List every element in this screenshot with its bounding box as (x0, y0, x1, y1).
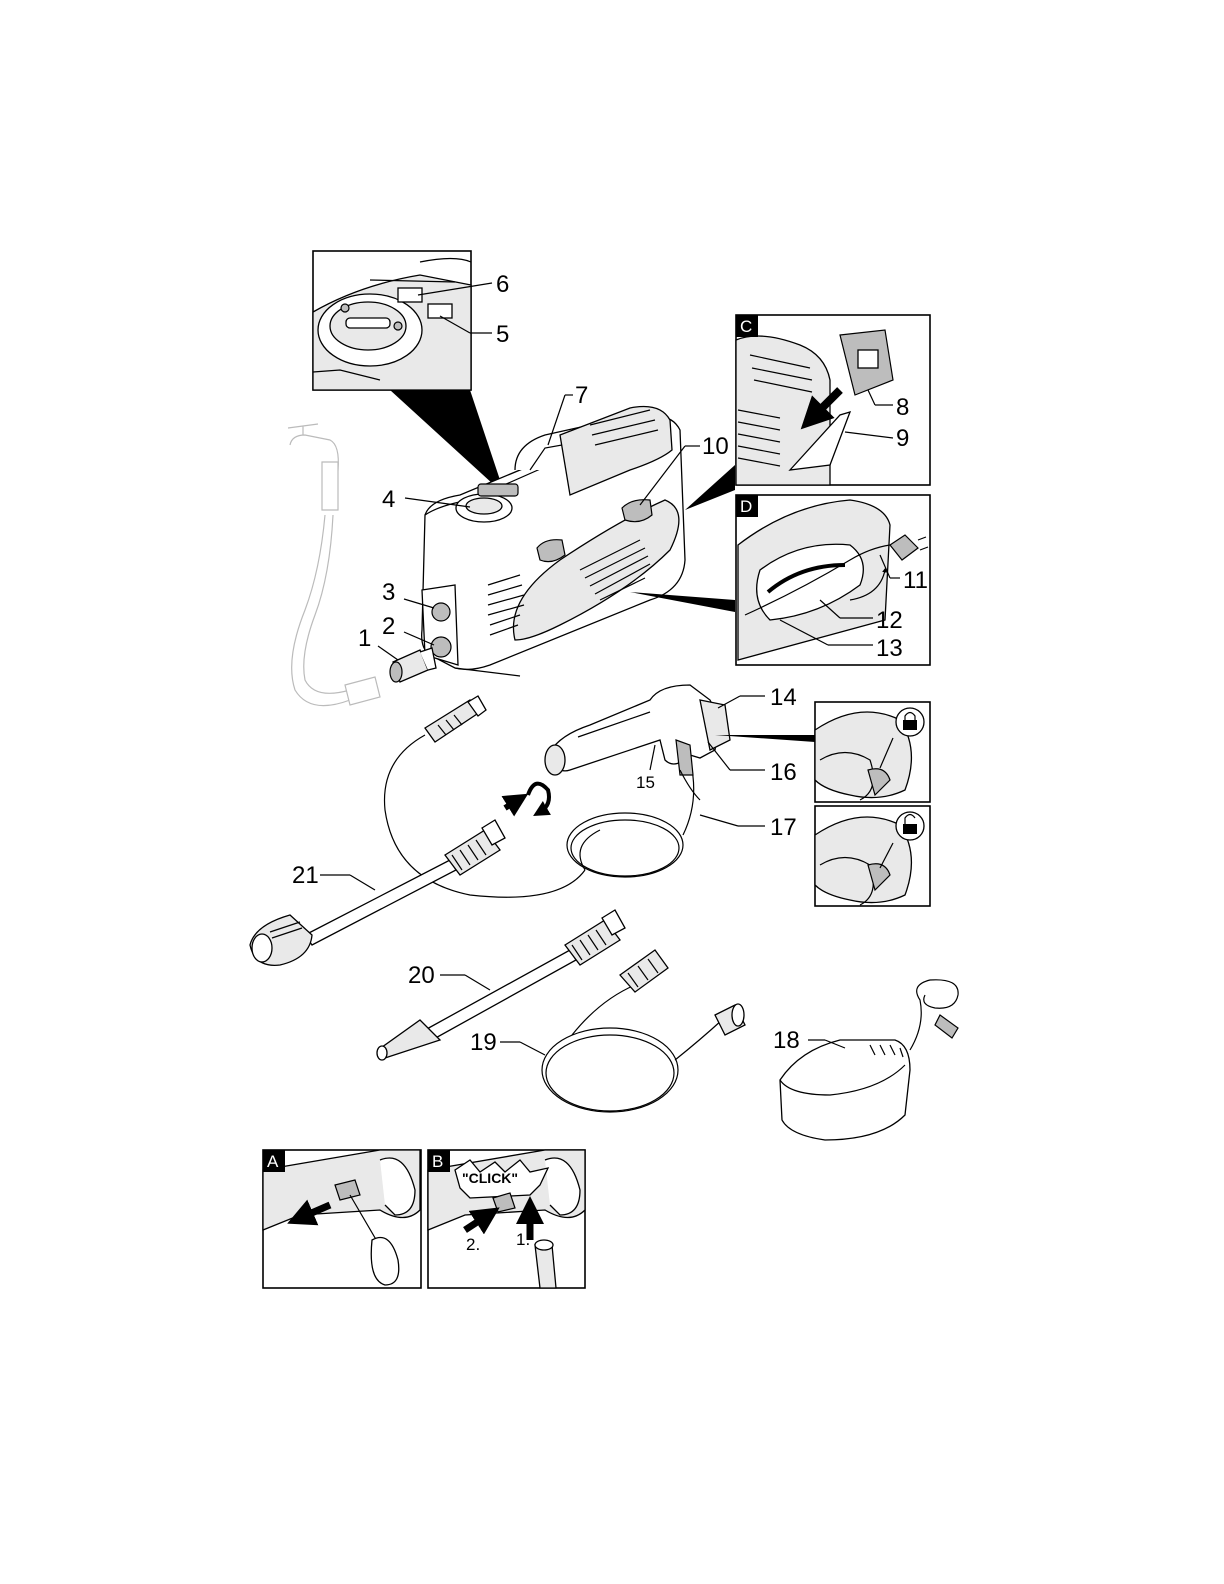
mains-plug-icon (889, 534, 919, 561)
label-6: 6 (496, 271, 509, 298)
water-outlet (431, 602, 451, 622)
label-3: 3 (382, 579, 395, 606)
high-pressure-hose (383, 695, 695, 898)
inset-label-c: C (740, 317, 752, 336)
inset-pointer (390, 390, 505, 495)
hose-filter-connector (619, 949, 669, 993)
label-4: 4 (382, 486, 395, 513)
label-21: 21 (292, 862, 319, 889)
inset-d-cable-storage: D (735, 494, 931, 666)
label-17: 17 (770, 814, 797, 841)
inset-b-attach-hose: "CLICK" 2. 1. B (427, 1149, 586, 1289)
vent-grille-left (487, 574, 525, 636)
label-15: 15 (636, 773, 655, 792)
inset-c-battery: C (735, 314, 931, 486)
label-1: 1 (358, 625, 371, 652)
step-2-label: 2. (466, 1235, 480, 1254)
inset-label-d: D (740, 497, 752, 516)
battery-compartment-cover (788, 410, 852, 471)
label-11: 11 (903, 567, 928, 594)
trigger-gun (544, 684, 731, 801)
gun-grip (699, 699, 731, 751)
label-12: 12 (876, 607, 903, 634)
label-10: 10 (702, 433, 729, 460)
label-2: 2 (382, 613, 395, 640)
label-18: 18 (773, 1027, 800, 1054)
charger-plug (934, 1014, 959, 1039)
side-panel (512, 499, 680, 641)
water-inlet (430, 636, 452, 658)
inset-d-pointer (630, 592, 735, 612)
inset-trigger-unlocked (814, 805, 931, 907)
inset-c-pointer (685, 465, 735, 510)
control-panel-inset (312, 250, 505, 495)
pressure-washer-unit (421, 405, 686, 677)
label-7: 7 (575, 382, 588, 409)
inset-label-a: A (267, 1152, 279, 1171)
battery-charger (779, 979, 959, 1141)
suction-hose (541, 949, 746, 1113)
insert-arrow-icon (501, 793, 529, 817)
battery-indicator (427, 303, 453, 319)
vario-spray-lance (249, 781, 551, 966)
inset-label-b: B (432, 1152, 443, 1171)
label-13: 13 (876, 635, 903, 662)
water-tap-and-garden-hose (287, 423, 381, 707)
label-5: 5 (496, 321, 509, 348)
cord-clip-rear (621, 499, 653, 523)
label-20: 20 (408, 962, 435, 989)
label-19: 19 (470, 1029, 497, 1056)
lock-inset-pointer (715, 735, 815, 742)
label-8: 8 (896, 394, 909, 421)
hose-adapter (389, 647, 437, 683)
label-16: 16 (770, 759, 797, 786)
rotate-arrow-icon (526, 781, 551, 817)
vent-grille-right (579, 539, 651, 601)
click-text: "CLICK" (462, 1170, 518, 1186)
insert-arrow-icon (800, 387, 843, 430)
screwdriver (370, 1236, 400, 1286)
inset-a-remove-hose: A (262, 1149, 422, 1289)
pressure-indicator (397, 287, 423, 303)
trigger-lock (675, 739, 694, 776)
label-9: 9 (896, 425, 909, 452)
label-14: 14 (770, 684, 797, 711)
step-1-label: 1. (516, 1230, 530, 1249)
cord-clip-front (536, 539, 566, 563)
click-burst (454, 1159, 550, 1199)
dirt-blaster-lance (376, 909, 626, 1061)
inset-trigger-locked (814, 701, 931, 803)
